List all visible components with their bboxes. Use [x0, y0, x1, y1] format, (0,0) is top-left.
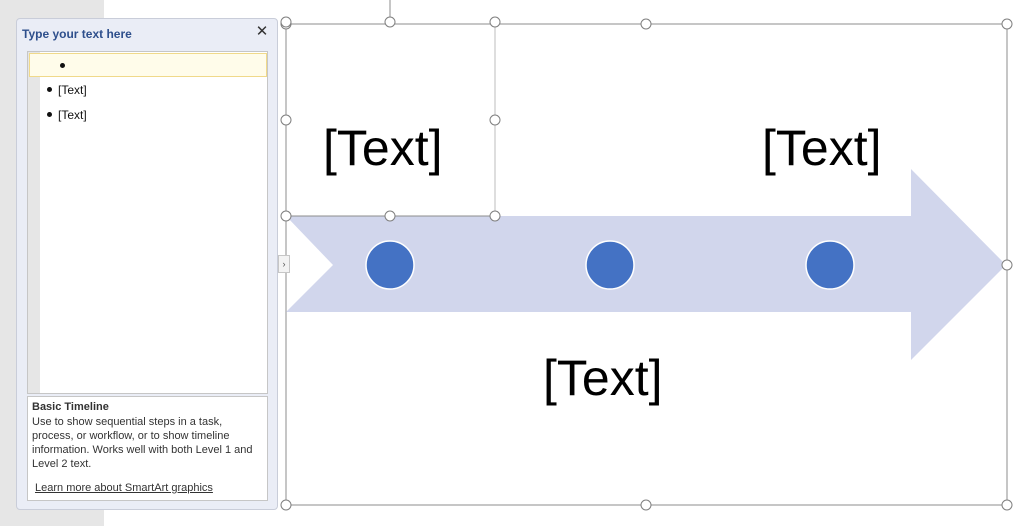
bullet-icon	[60, 63, 65, 68]
resize-handle[interactable]	[640, 18, 652, 30]
resize-handle[interactable]	[280, 114, 292, 126]
list-gutter	[28, 52, 40, 393]
chevron-right-icon[interactable]: ›	[278, 255, 290, 273]
pane-title: Type your text here	[22, 27, 132, 41]
resize-handle[interactable]	[280, 210, 292, 222]
timeline-label-3[interactable]: [Text]	[762, 120, 882, 176]
layout-description: Basic Timeline Use to show sequential st…	[27, 396, 268, 501]
resize-handle[interactable]	[280, 16, 292, 28]
resize-handle[interactable]	[489, 114, 501, 126]
bullet-icon	[47, 112, 52, 117]
close-icon[interactable]: ✕	[255, 23, 269, 40]
layout-name: Basic Timeline	[32, 401, 109, 413]
timeline-arrow[interactable]	[286, 169, 1006, 360]
bullet-item-text[interactable]: [Text]	[58, 108, 87, 122]
milestone-circle-3[interactable]	[805, 240, 855, 290]
smartart-text-pane: Type your text here ✕ [Text] [Text] Basi…	[16, 18, 278, 510]
bullet-item-1[interactable]	[29, 53, 267, 77]
textbox-resize-handles[interactable]	[280, 16, 501, 222]
resize-handle[interactable]	[640, 499, 652, 511]
timeline-label-1[interactable]: [Text]	[323, 120, 443, 176]
timeline-label-2[interactable]: [Text]	[543, 350, 663, 406]
learn-more-link[interactable]: Learn more about SmartArt graphics	[35, 482, 213, 494]
bullet-item-text[interactable]: [Text]	[58, 83, 87, 97]
resize-handle[interactable]	[1001, 259, 1013, 271]
bullet-item-3[interactable]: [Text]	[40, 104, 267, 128]
bullet-icon	[47, 87, 52, 92]
milestone-circle-1[interactable]	[365, 240, 415, 290]
bullet-item-2[interactable]: [Text]	[40, 79, 267, 103]
resize-handle[interactable]	[384, 210, 396, 222]
resize-handle[interactable]	[1001, 499, 1013, 511]
resize-handle[interactable]	[1001, 18, 1013, 30]
resize-handle[interactable]	[384, 16, 396, 28]
bullet-list[interactable]: [Text] [Text]	[27, 51, 268, 394]
milestone-circle-2[interactable]	[585, 240, 635, 290]
resize-handle[interactable]	[489, 210, 501, 222]
resize-handle[interactable]	[489, 16, 501, 28]
layout-description-text: Use to show sequential steps in a task, …	[32, 416, 253, 470]
resize-handle[interactable]	[280, 499, 292, 511]
